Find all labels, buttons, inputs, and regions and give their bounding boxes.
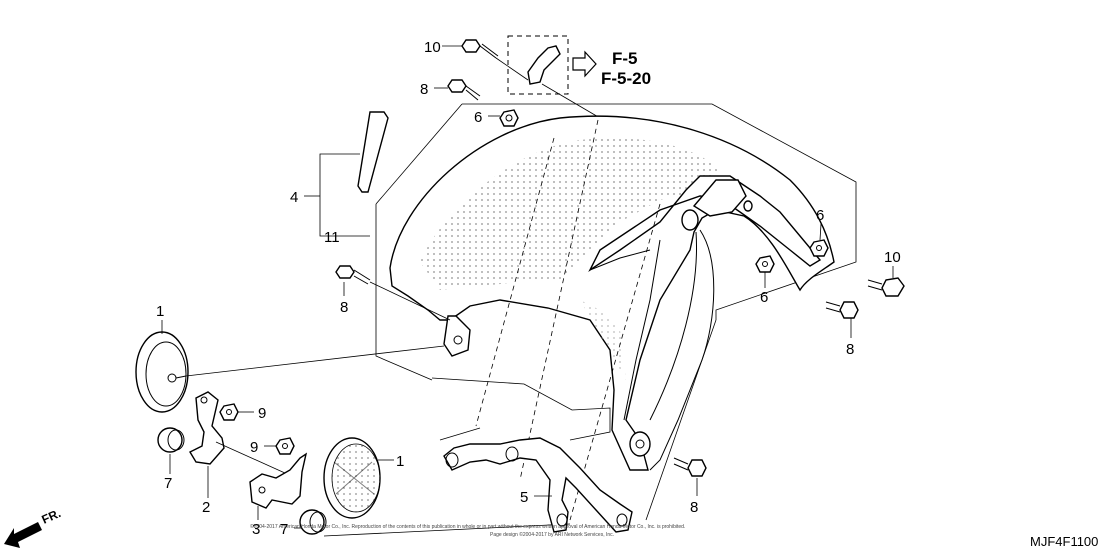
- reflector-part: [135, 331, 189, 413]
- diagram-code: MJF4F1100: [1030, 534, 1098, 549]
- copyright-line-2: Page design ©2004-2017 by ARI Network Se…: [490, 531, 614, 538]
- bracket-line: [319, 153, 370, 237]
- reference-dashed-box: [507, 35, 569, 95]
- grommet-part: [299, 509, 327, 535]
- callout-10-top[interactable]: 10: [424, 39, 441, 56]
- bolt-part: [825, 301, 859, 319]
- callout-8-bottom[interactable]: 8: [690, 499, 698, 516]
- bolt-part: [335, 265, 371, 285]
- reference-f5-20[interactable]: F-5-20: [601, 69, 651, 88]
- leader-line: [541, 83, 601, 119]
- callout-2[interactable]: 2: [202, 499, 210, 516]
- leader-line: [495, 57, 529, 81]
- callout-10-right[interactable]: 10: [884, 249, 901, 266]
- nut-part: [275, 437, 295, 455]
- reflector-part: [323, 437, 381, 519]
- bolt-part: [447, 79, 481, 101]
- callout-6-center[interactable]: 6: [760, 289, 768, 306]
- callout-7-left[interactable]: 7: [164, 475, 172, 492]
- callout-5[interactable]: 5: [520, 489, 528, 506]
- fender-decal-part: [357, 111, 389, 193]
- nut-part: [499, 109, 519, 127]
- hidden-line: [475, 137, 555, 427]
- bolt-part: [673, 457, 707, 477]
- callout-4[interactable]: 4: [290, 189, 298, 206]
- reflector-bracket-part: [189, 391, 225, 465]
- callout-6-top[interactable]: 6: [474, 109, 482, 126]
- copyright-line-1: ©2004-2017 American Honda Motor Co., Inc…: [250, 523, 685, 530]
- callout-8-right[interactable]: 8: [846, 341, 854, 358]
- callout-1-left[interactable]: 1: [156, 303, 164, 320]
- nut-part: [219, 403, 239, 421]
- reference-f5[interactable]: F-5: [612, 49, 638, 68]
- callout-1-right[interactable]: 1: [396, 453, 404, 470]
- mounting-bracket-part: [527, 45, 561, 85]
- assembly-outline: [462, 103, 857, 320]
- callout-6-right[interactable]: 6: [816, 207, 824, 224]
- nut-part: [809, 239, 829, 257]
- nut-part: [743, 200, 753, 212]
- callout-9-bottom[interactable]: 9: [250, 439, 258, 456]
- nut-part: [755, 255, 775, 273]
- screw-part: [461, 39, 499, 59]
- callout-8-top[interactable]: 8: [420, 81, 428, 98]
- front-fender-part: [389, 115, 835, 471]
- callout-8-left[interactable]: 8: [340, 299, 348, 316]
- grommet-part: [157, 427, 185, 453]
- front-direction-arrow-icon: [4, 522, 42, 548]
- reflector-stay-part: [249, 452, 308, 509]
- callout-3[interactable]: 3: [252, 521, 260, 538]
- screw-part: [867, 277, 905, 297]
- callout-11[interactable]: 11: [324, 229, 340, 246]
- callout-7-right[interactable]: 7: [280, 521, 288, 538]
- reference-arrow-icon[interactable]: [572, 50, 597, 78]
- direction-label: FR.: [40, 506, 63, 527]
- callout-9-top[interactable]: 9: [258, 405, 266, 422]
- fender-stay-part: [443, 437, 633, 533]
